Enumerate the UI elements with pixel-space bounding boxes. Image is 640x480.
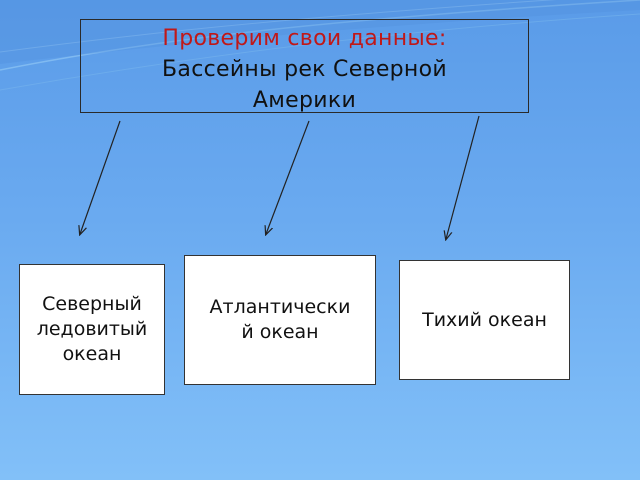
arrow-to-arctic — [80, 120, 121, 234]
title-line-2: Америки — [252, 88, 357, 113]
title-accent: Проверим свои данные: — [162, 26, 447, 51]
box-atlantic-ocean-label: Атлантически й океан — [209, 296, 351, 343]
title-line-1: Бассейны рек Северной — [162, 57, 447, 82]
box-arctic-ocean: Северный ледовитый океан — [19, 264, 165, 395]
box-pacific-ocean-label: Тихий океан — [422, 308, 547, 331]
arrow-to-atlantic — [266, 120, 310, 234]
box-pacific-ocean: Тихий океан — [399, 260, 570, 380]
arrow-to-pacific — [446, 115, 480, 239]
box-atlantic-ocean: Атлантически й океан — [184, 255, 376, 385]
box-arctic-ocean-label: Северный ледовитый океан — [36, 293, 148, 365]
title-box: Проверим свои данные: Бассейны рек Север… — [80, 19, 529, 113]
